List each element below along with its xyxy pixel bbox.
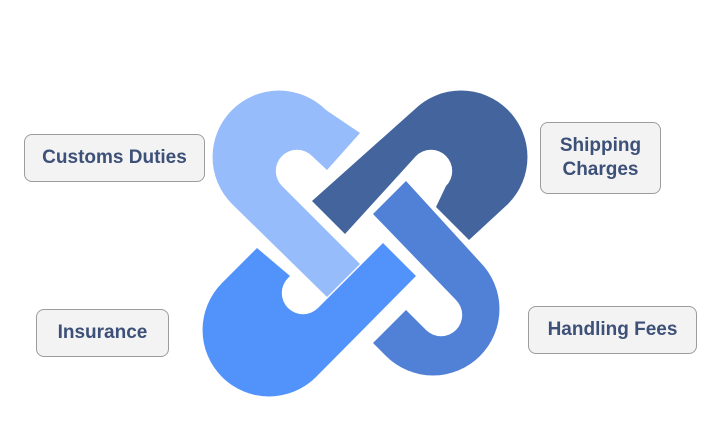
customs-duties-label: Customs Duties: [24, 134, 205, 182]
handling-fees-text: Handling Fees: [547, 319, 678, 340]
insurance-label: Insurance: [36, 309, 169, 357]
link-bottom-right: [373, 181, 500, 376]
shipping-charges-text: Shipping Charges: [559, 135, 642, 180]
customs-duties-text: Customs Duties: [42, 147, 187, 168]
insurance-text: Insurance: [57, 322, 148, 343]
handling-fees-label: Handling Fees: [528, 306, 697, 354]
link-top-right: [312, 90, 528, 240]
link-top-left: [212, 90, 360, 297]
link-bottom-left: [202, 243, 416, 397]
shipping-charges-label: Shipping Charges: [540, 122, 661, 194]
